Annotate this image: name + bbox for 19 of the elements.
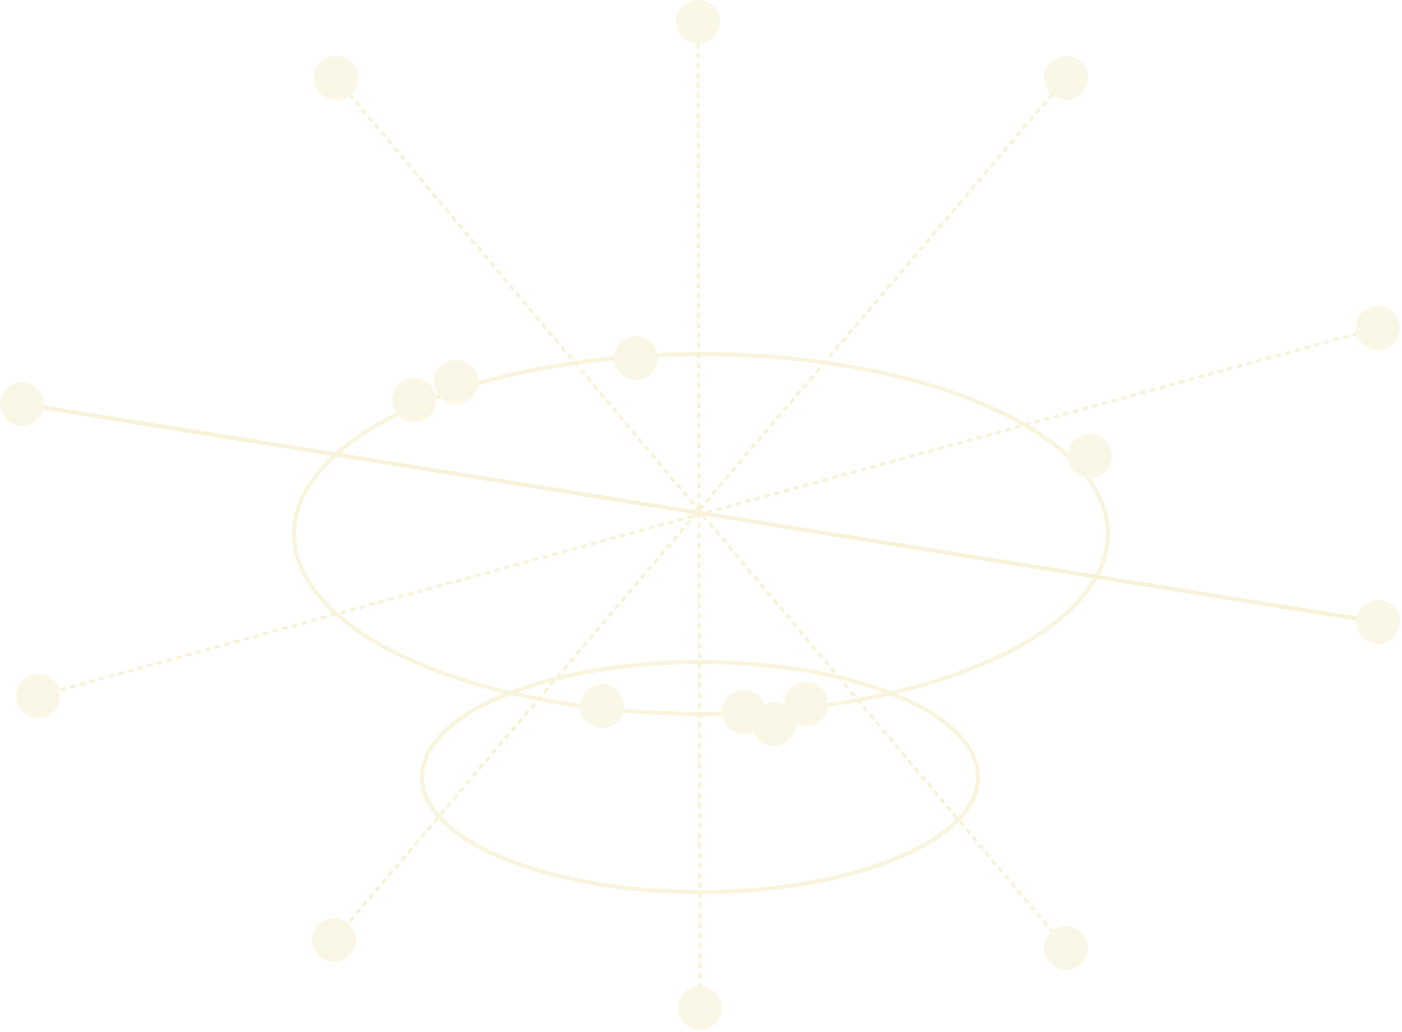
node-dot	[16, 674, 60, 718]
node-dot	[614, 336, 658, 380]
node-dot	[392, 378, 436, 422]
node-dot	[314, 56, 358, 100]
node-dot	[1068, 434, 1112, 478]
node-dot	[1044, 926, 1088, 970]
node-dot	[434, 360, 478, 404]
node-dot	[676, 0, 720, 44]
node-dot	[784, 682, 828, 726]
node-dot	[1356, 306, 1400, 350]
node-dot	[678, 986, 722, 1030]
node-dot	[1044, 56, 1088, 100]
node-dot	[580, 684, 624, 728]
dotted-line	[57, 332, 1359, 692]
node-dot	[312, 918, 356, 962]
node-dot	[1356, 600, 1400, 644]
dotted-line	[696, 42, 702, 988]
connector-line	[43, 405, 1357, 621]
node-dot	[0, 382, 44, 426]
